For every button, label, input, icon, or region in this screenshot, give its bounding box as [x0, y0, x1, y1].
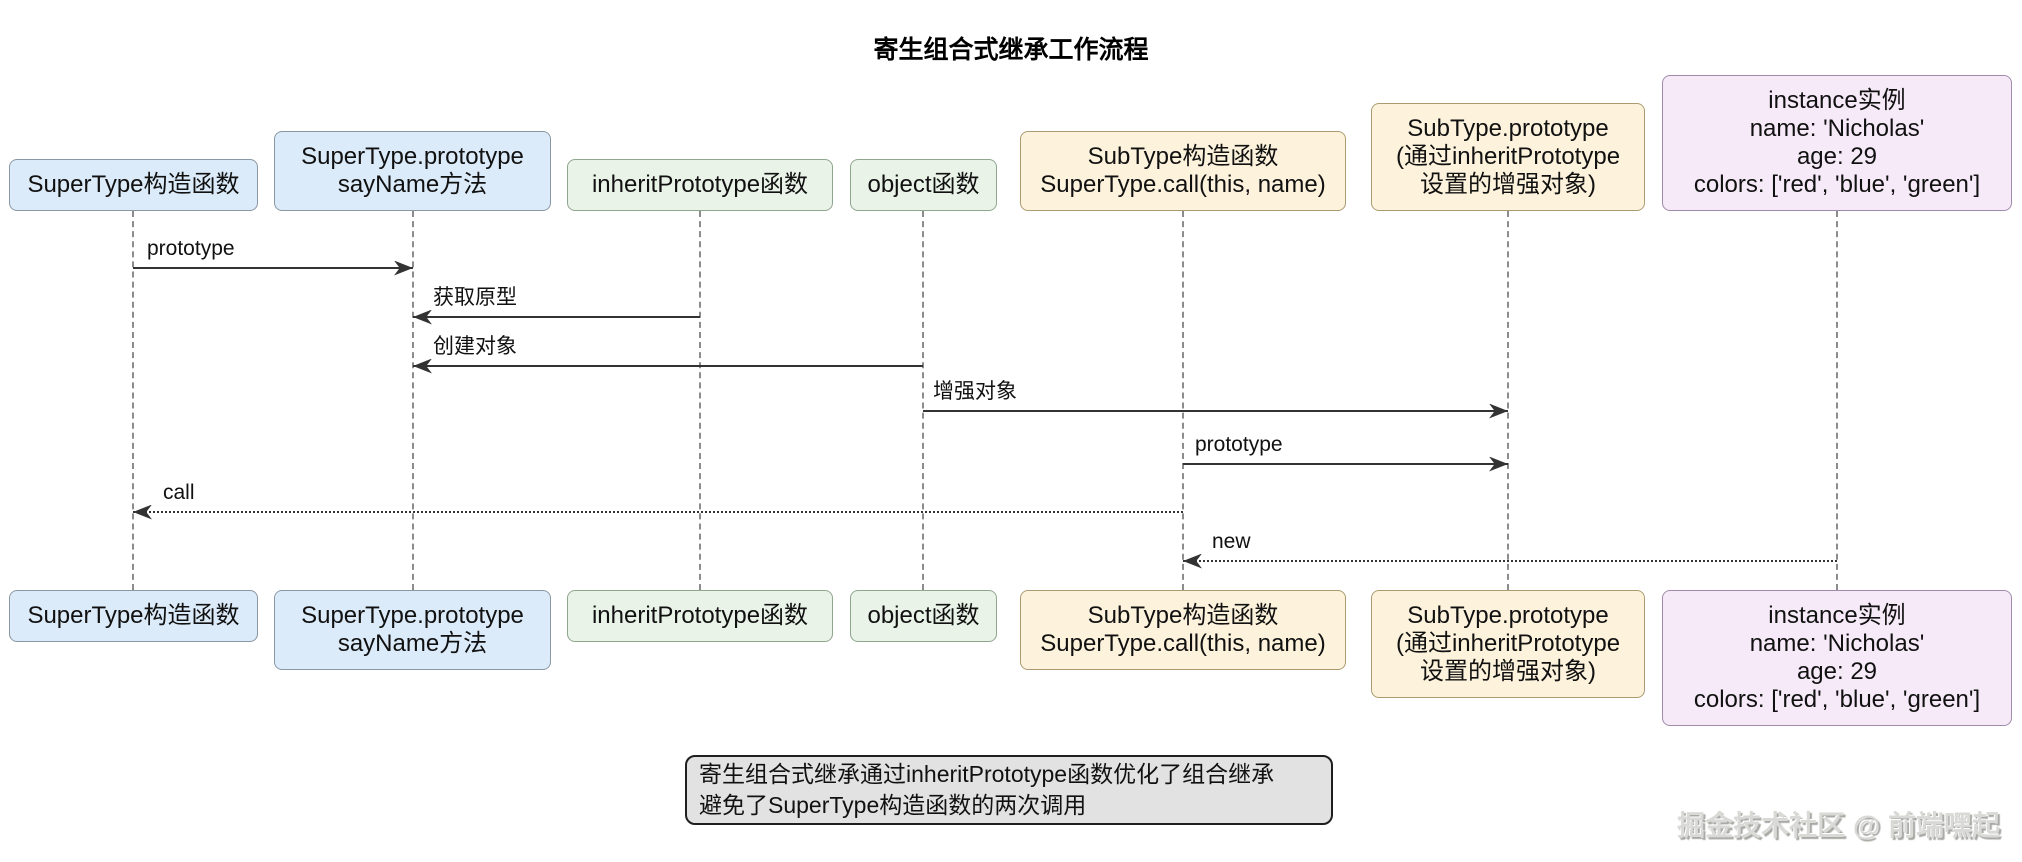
- participant-label-line: colors: ['red', 'blue', 'green']: [1693, 171, 1981, 198]
- participant-label-line: SuperType.call(this, name): [1040, 171, 1326, 198]
- participant-label-line: name: 'Nicholas': [1749, 115, 1925, 142]
- participant-label-line: SubType构造函数: [1087, 602, 1279, 629]
- participant-box-top-object-function: object函数: [850, 159, 997, 211]
- participant-label-line: SuperType构造函数: [27, 171, 240, 198]
- arrow-line-4: [1183, 463, 1508, 465]
- arrow-label: call: [163, 481, 195, 504]
- participant-label-line: SubType.prototype: [1407, 115, 1609, 142]
- arrow-line-6: [1183, 560, 1837, 562]
- participant-label-line: inheritPrototype函数: [591, 602, 809, 629]
- lifeline-supertype-constructor: [132, 211, 134, 590]
- participant-label-line: 设置的增强对象): [1420, 658, 1596, 685]
- arrow-label: new: [1212, 530, 1251, 553]
- lifeline-inheritprototype-function: [699, 211, 701, 590]
- participant-label-line: sayName方法: [337, 171, 488, 198]
- arrow-line-1: [413, 316, 700, 318]
- arrow-label: 创建对象: [433, 335, 517, 358]
- lifeline-object-function: [922, 211, 924, 590]
- arrow-label: prototype: [1195, 433, 1283, 456]
- participant-label-line: SuperType.call(this, name): [1040, 630, 1326, 657]
- participant-label-line: object函数: [867, 602, 980, 629]
- participant-label-line: instance实例: [1768, 602, 1906, 629]
- participant-label-line: (通过inheritPrototype: [1395, 143, 1621, 170]
- participant-box-bottom-inheritprototype-function: inheritPrototype函数: [567, 590, 833, 642]
- arrow-label: 增强对象: [933, 380, 1017, 403]
- arrow-line-2: [413, 365, 923, 367]
- arrow-label: prototype: [147, 237, 235, 260]
- participant-label-line: name: 'Nicholas': [1749, 630, 1925, 657]
- participant-label-line: SubType构造函数: [1087, 143, 1279, 170]
- participant-label-line: SuperType构造函数: [27, 602, 240, 629]
- lifeline-subtype-constructor: [1182, 211, 1184, 590]
- participant-label-line: age: 29: [1796, 143, 1878, 170]
- participant-label-line: age: 29: [1796, 658, 1878, 685]
- participant-label-line: SuperType.prototype: [301, 602, 524, 629]
- note-line: 避免了SuperType构造函数的两次调用: [699, 792, 1087, 818]
- note-box: 寄生组合式继承通过inheritPrototype函数优化了组合继承 避免了Su…: [685, 755, 1333, 825]
- participant-box-top-supertype-constructor: SuperType构造函数: [9, 159, 258, 211]
- participant-box-top-inheritprototype-function: inheritPrototype函数: [567, 159, 833, 211]
- participant-label-line: colors: ['red', 'blue', 'green']: [1693, 686, 1981, 713]
- diagram-title: 寄生组合式继承工作流程: [873, 36, 1149, 64]
- participant-label-line: object函数: [867, 171, 980, 198]
- lifeline-subtype-prototype: [1507, 211, 1509, 590]
- lifeline-instance: [1836, 211, 1838, 590]
- arrow-label: 获取原型: [433, 286, 517, 309]
- note-line: 寄生组合式继承通过inheritPrototype函数优化了组合继承: [699, 761, 1275, 787]
- participant-label-line: (通过inheritPrototype: [1395, 630, 1621, 657]
- participant-box-bottom-object-function: object函数: [850, 590, 997, 642]
- participant-label-line: SubType.prototype: [1407, 602, 1609, 629]
- arrow-line-0: [133, 267, 413, 269]
- participant-label-line: SuperType.prototype: [301, 143, 524, 170]
- lifeline-supertype-prototype-sayname: [412, 211, 414, 590]
- participant-label-line: instance实例: [1768, 87, 1906, 114]
- participant-label-line: inheritPrototype函数: [591, 171, 809, 198]
- arrow-line-3: [923, 410, 1508, 412]
- arrow-line-5: [133, 511, 1183, 513]
- participant-label-line: sayName方法: [337, 630, 488, 657]
- participant-label-line: 设置的增强对象): [1420, 171, 1596, 198]
- participant-box-bottom-supertype-constructor: SuperType构造函数: [9, 590, 258, 642]
- watermark: 掘金技术社区 @ 前端嘿起: [1677, 810, 2000, 841]
